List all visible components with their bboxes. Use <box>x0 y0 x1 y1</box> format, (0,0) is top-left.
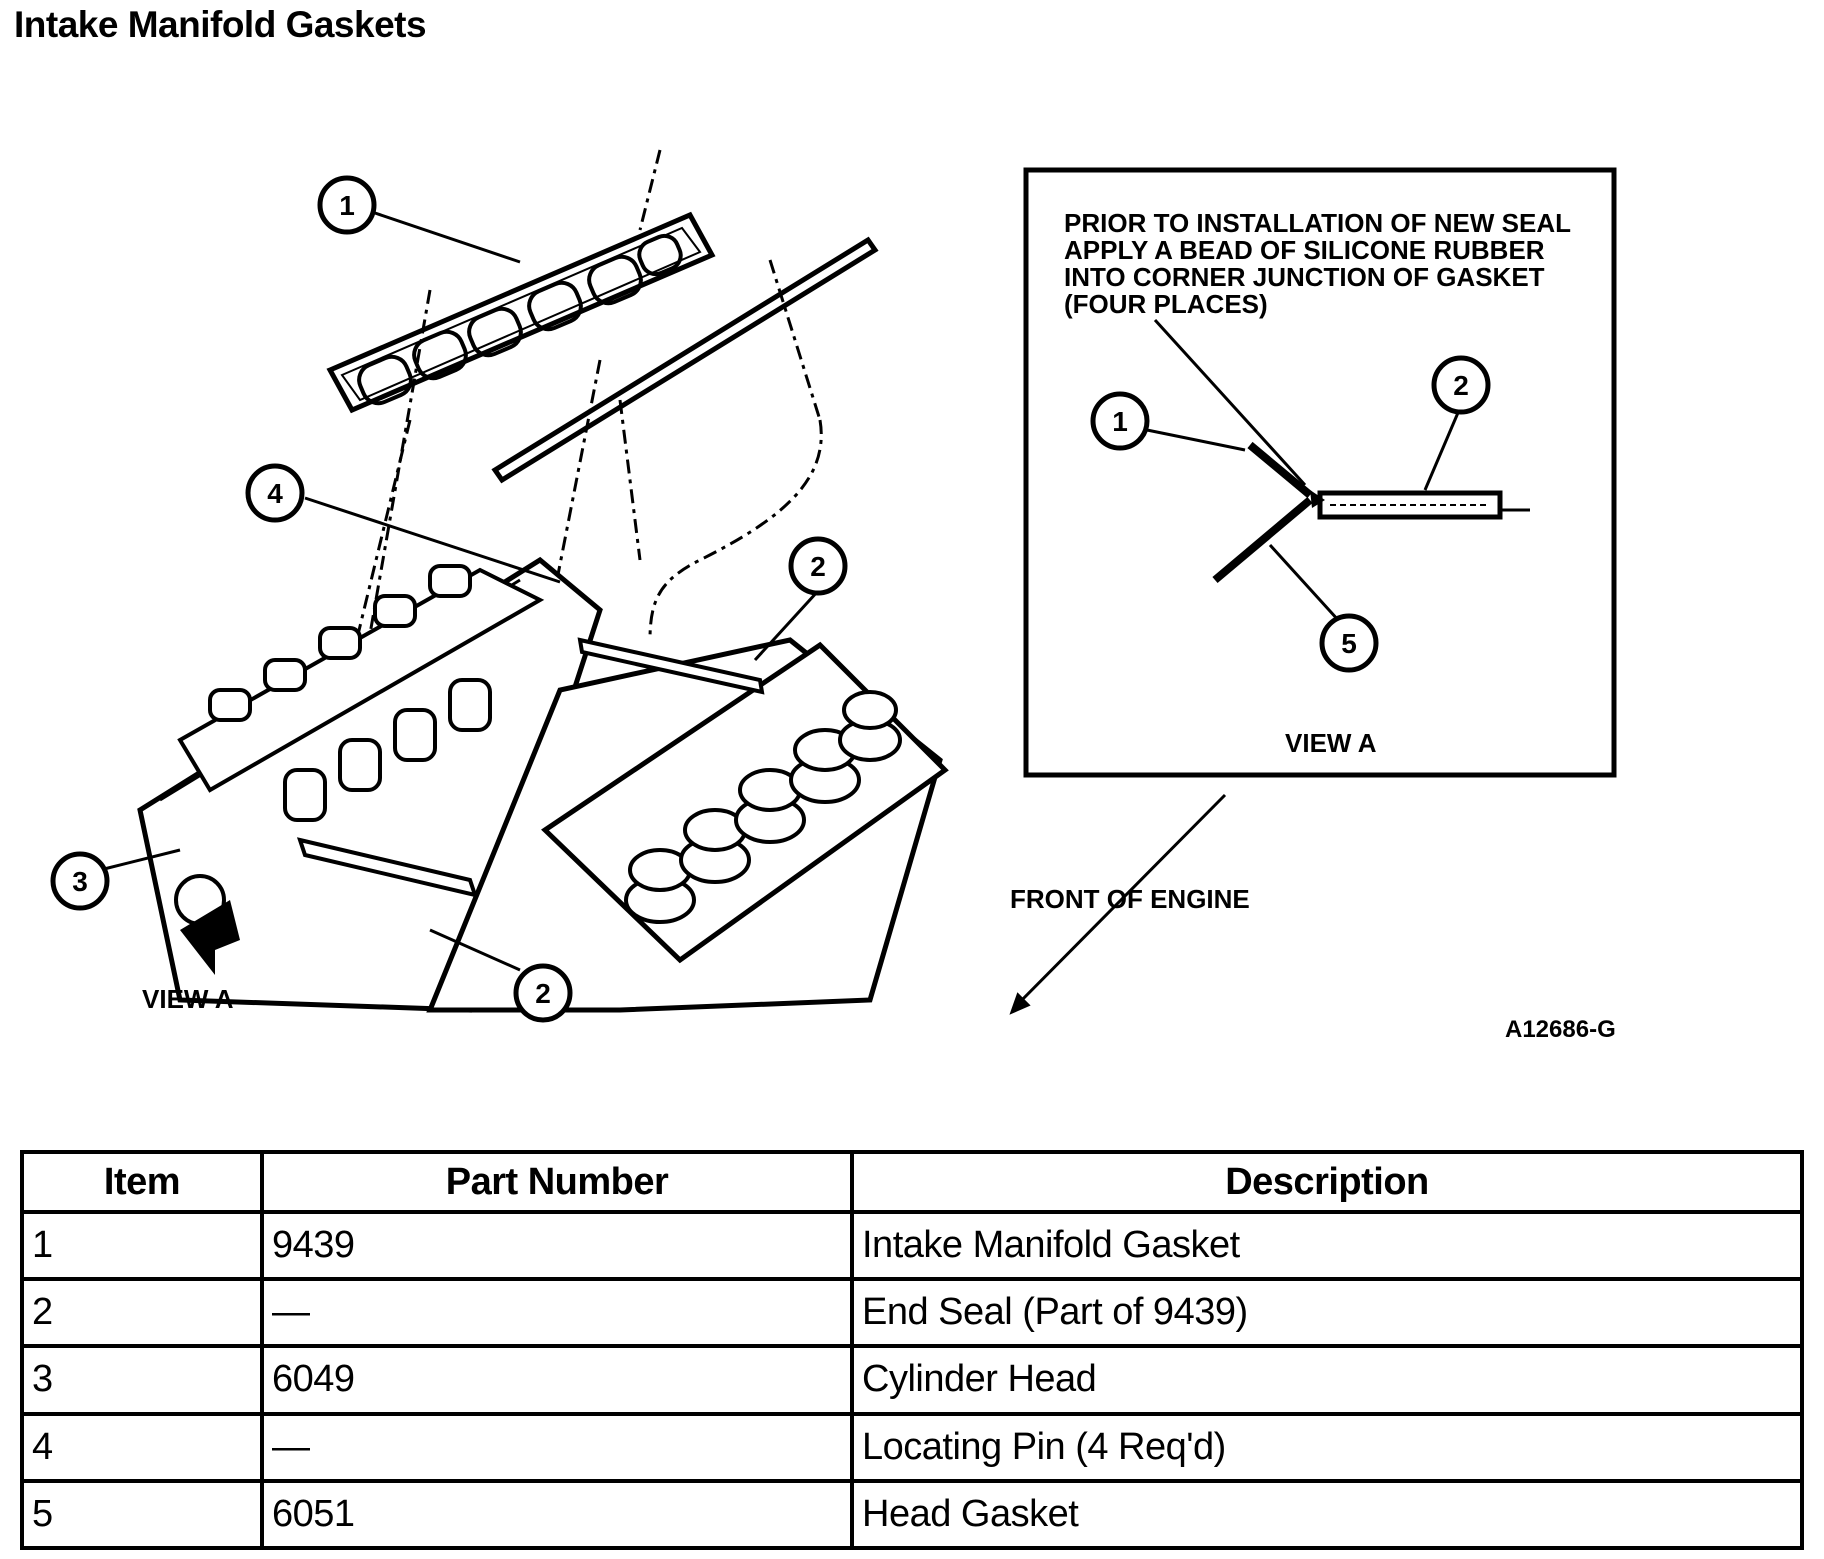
front-of-engine-arrow <box>1009 793 1227 1015</box>
cell-part-number: 9439 <box>260 1209 854 1282</box>
table-row: 4 — Locating Pin (4 Req'd) <box>20 1411 1804 1483</box>
intake-manifold-gasket <box>326 211 716 414</box>
inset-note-line-1: PRIOR TO INSTALLATION OF NEW SEAL <box>1064 208 1571 238</box>
table-row: 3 6049 Cylinder Head <box>20 1344 1804 1416</box>
view-a-label: VIEW A <box>142 984 234 1014</box>
svg-text:5: 5 <box>1341 628 1357 659</box>
table-row: 5 6051 Head Gasket <box>20 1478 1804 1551</box>
svg-text:1: 1 <box>339 190 355 221</box>
table-row: 1 9439 Intake Manifold Gasket <box>20 1209 1804 1282</box>
cell-item: 5 <box>20 1478 264 1551</box>
inset-gasket-drawing <box>1212 441 1530 584</box>
callout-2-upper: 2 <box>788 536 848 596</box>
inset-callout-5: 5 <box>1319 613 1379 673</box>
cell-item: 1 <box>20 1209 264 1282</box>
svg-text:2: 2 <box>535 978 551 1009</box>
cell-item: 4 <box>20 1411 264 1483</box>
inset-note-line-2: APPLY A BEAD OF SILICONE RUBBER <box>1064 235 1545 265</box>
header-description: Description <box>850 1150 1804 1214</box>
engine-block <box>137 556 949 1013</box>
inset-callout-1: 1 <box>1090 391 1150 451</box>
header-item: Item <box>20 1150 264 1214</box>
header-part-number: Part Number <box>260 1150 854 1214</box>
callout-2-lower: 2 <box>513 963 573 1023</box>
page-title: Intake Manifold Gaskets <box>14 4 427 45</box>
cell-part-number: 6051 <box>260 1478 854 1551</box>
front-of-engine-label: FRONT OF ENGINE <box>1010 884 1250 914</box>
cell-description: Head Gasket <box>850 1478 1804 1551</box>
cell-item: 2 <box>20 1277 264 1349</box>
parts-table: Item Part Number Description 1 9439 Inta… <box>20 1150 1804 1551</box>
view-a-arrow <box>180 900 240 975</box>
cell-description: Intake Manifold Gasket <box>850 1209 1804 1282</box>
cell-part-number: — <box>260 1411 854 1483</box>
figure-id: A12686-G <box>1505 1016 1616 1043</box>
callout-3: 3 <box>50 851 110 911</box>
end-seal-upper <box>491 236 879 484</box>
inset-view-label: VIEW A <box>1285 728 1377 758</box>
inset-note-line-3: INTO CORNER JUNCTION OF GASKET <box>1064 262 1545 292</box>
exploded-diagram: 1 2 3 4 2 VIEW A PRIOR TO INSTALLATION O… <box>50 149 1617 1043</box>
cell-item: 3 <box>20 1344 264 1416</box>
cell-part-number: 6049 <box>260 1344 854 1416</box>
svg-text:4: 4 <box>267 478 283 509</box>
svg-text:1: 1 <box>1112 406 1128 437</box>
inset-note-line-4: (FOUR PLACES) <box>1064 289 1268 319</box>
table-row: 2 — End Seal (Part of 9439) <box>20 1277 1804 1349</box>
cell-description: Cylinder Head <box>850 1344 1804 1416</box>
svg-text:3: 3 <box>72 866 88 897</box>
cell-part-number: — <box>260 1277 854 1349</box>
leader-lines <box>103 210 820 972</box>
svg-text:2: 2 <box>810 551 826 582</box>
svg-text:2: 2 <box>1453 370 1469 401</box>
cell-description: End Seal (Part of 9439) <box>850 1277 1804 1349</box>
view-a-inset: PRIOR TO INSTALLATION OF NEW SEAL APPLY … <box>1023 167 1617 778</box>
inset-callout-2: 2 <box>1431 355 1491 415</box>
cell-description: Locating Pin (4 Req'd) <box>850 1411 1804 1483</box>
callout-1: 1 <box>317 175 377 235</box>
callout-4: 4 <box>245 463 305 523</box>
table-header-row: Item Part Number Description <box>20 1150 1804 1214</box>
